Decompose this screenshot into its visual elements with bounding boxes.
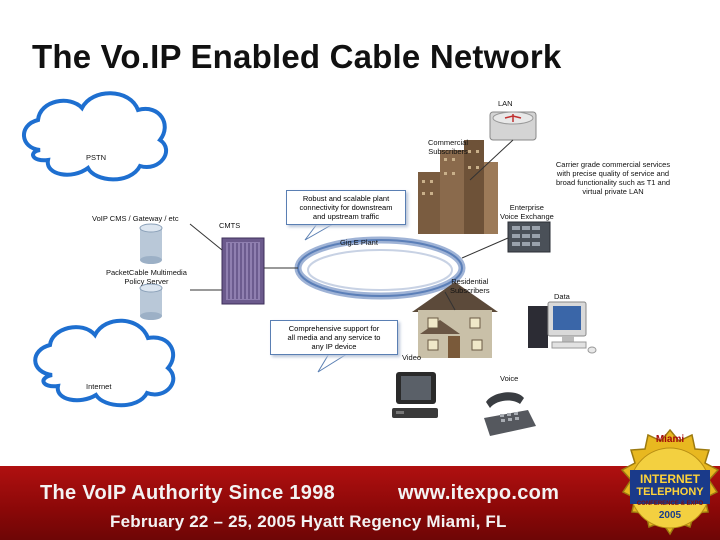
- computer-icon: [528, 301, 597, 354]
- badge-telephony: TELEPHONY: [636, 486, 704, 498]
- media-support-callout: Comprehensive support for all media and …: [270, 320, 398, 355]
- internet-cloud-icon: [33, 318, 176, 408]
- television-icon: [392, 372, 438, 418]
- database-icon: [139, 223, 163, 264]
- pstn-cloud-icon: [22, 91, 168, 182]
- plant-connectivity-callout: Robust and scalable plant connectivity f…: [286, 190, 406, 225]
- cmts-rack-icon: [221, 237, 265, 305]
- voip-cms-label: VoIP CMS / Gateway / etc: [92, 214, 179, 223]
- carrier-grade-label: Carrier grade commercial services with p…: [555, 160, 671, 196]
- lan-label: LAN: [498, 99, 513, 108]
- house-icon: [412, 282, 498, 358]
- banner-tagline: The VoIP Authority Since 1998: [40, 482, 336, 504]
- data-label: Data: [554, 292, 570, 301]
- residential-subscribers-label: Residential Subscribers: [450, 277, 490, 295]
- event-banner: [0, 466, 720, 540]
- packetcable-label: PacketCable Multimedia Policy Server: [106, 268, 187, 286]
- badge-city: Miami: [655, 434, 685, 445]
- office-buildings-icon: [418, 140, 498, 234]
- banner-website: www.itexpo.com: [398, 482, 560, 504]
- gige-plant-label: Gig.E Plant: [340, 238, 378, 247]
- internet-label: Internet: [86, 382, 112, 391]
- badge-internet: INTERNET: [640, 472, 700, 486]
- slide-title: The Vo.IP Enabled Cable Network: [32, 38, 562, 75]
- telephone-icon: [484, 392, 536, 436]
- banner-date-location: February 22 – 25, 2005 Hyatt Regency Mia…: [110, 512, 507, 531]
- commercial-subscribers-label: Commercial Subscribers: [428, 138, 469, 156]
- enterprise-voice-label: Enterprise Voice Exchange: [500, 203, 554, 221]
- voice-label: Voice: [500, 374, 519, 383]
- badge-year: 2005: [658, 510, 682, 521]
- cmts-label: CMTS: [219, 221, 241, 230]
- voice-exchange-icon: [507, 221, 551, 253]
- policy-server-database-icon: [139, 283, 163, 320]
- pstn-label: PSTN: [86, 153, 107, 162]
- video-label: Video: [402, 353, 422, 362]
- badge-conference: CONFERENCE & EXPO: [636, 501, 704, 507]
